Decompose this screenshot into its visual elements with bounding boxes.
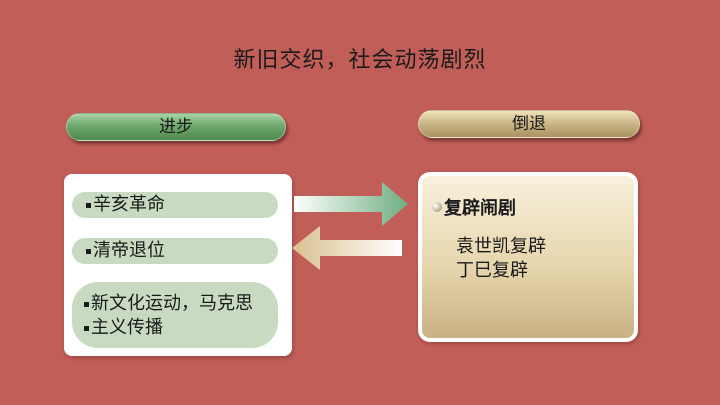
transition-arrows bbox=[292, 182, 408, 270]
progress-header: 进步 bbox=[66, 113, 286, 141]
progress-item-label: 清帝退位 bbox=[93, 240, 165, 261]
regress-heading: 复辟闹剧 bbox=[432, 194, 516, 220]
slide-title: 新旧交织，社会动荡剧烈 bbox=[233, 48, 487, 73]
progress-item-label: 新文化运动，马克思 bbox=[91, 293, 253, 314]
regress-panel: 复辟闹剧 袁世凯复辟 丁巳复辟 bbox=[418, 172, 638, 342]
regress-item: 袁世凯复辟 bbox=[456, 236, 546, 257]
regress-heading-label: 复辟闹剧 bbox=[444, 198, 516, 219]
progress-item: 辛亥革命 bbox=[72, 192, 278, 218]
progress-panel: 辛亥革命 清帝退位 新文化运动，马克思 主义传播 bbox=[64, 174, 292, 356]
arrow-left-icon bbox=[292, 226, 402, 270]
progress-item-label: 辛亥革命 bbox=[93, 194, 165, 215]
bullet-dot-icon bbox=[432, 202, 442, 212]
bullet-icon bbox=[84, 325, 89, 331]
progress-item-label: 主义传播 bbox=[91, 317, 163, 338]
regress-item: 丁巳复辟 bbox=[456, 260, 528, 281]
arrow-right-icon bbox=[294, 182, 408, 226]
bullet-icon bbox=[86, 248, 91, 254]
regress-header: 倒退 bbox=[418, 110, 640, 138]
bullet-icon bbox=[86, 202, 91, 208]
bullet-icon bbox=[84, 301, 89, 307]
progress-item: 新文化运动，马克思 主义传播 bbox=[72, 282, 278, 348]
progress-item: 清帝退位 bbox=[72, 238, 278, 264]
